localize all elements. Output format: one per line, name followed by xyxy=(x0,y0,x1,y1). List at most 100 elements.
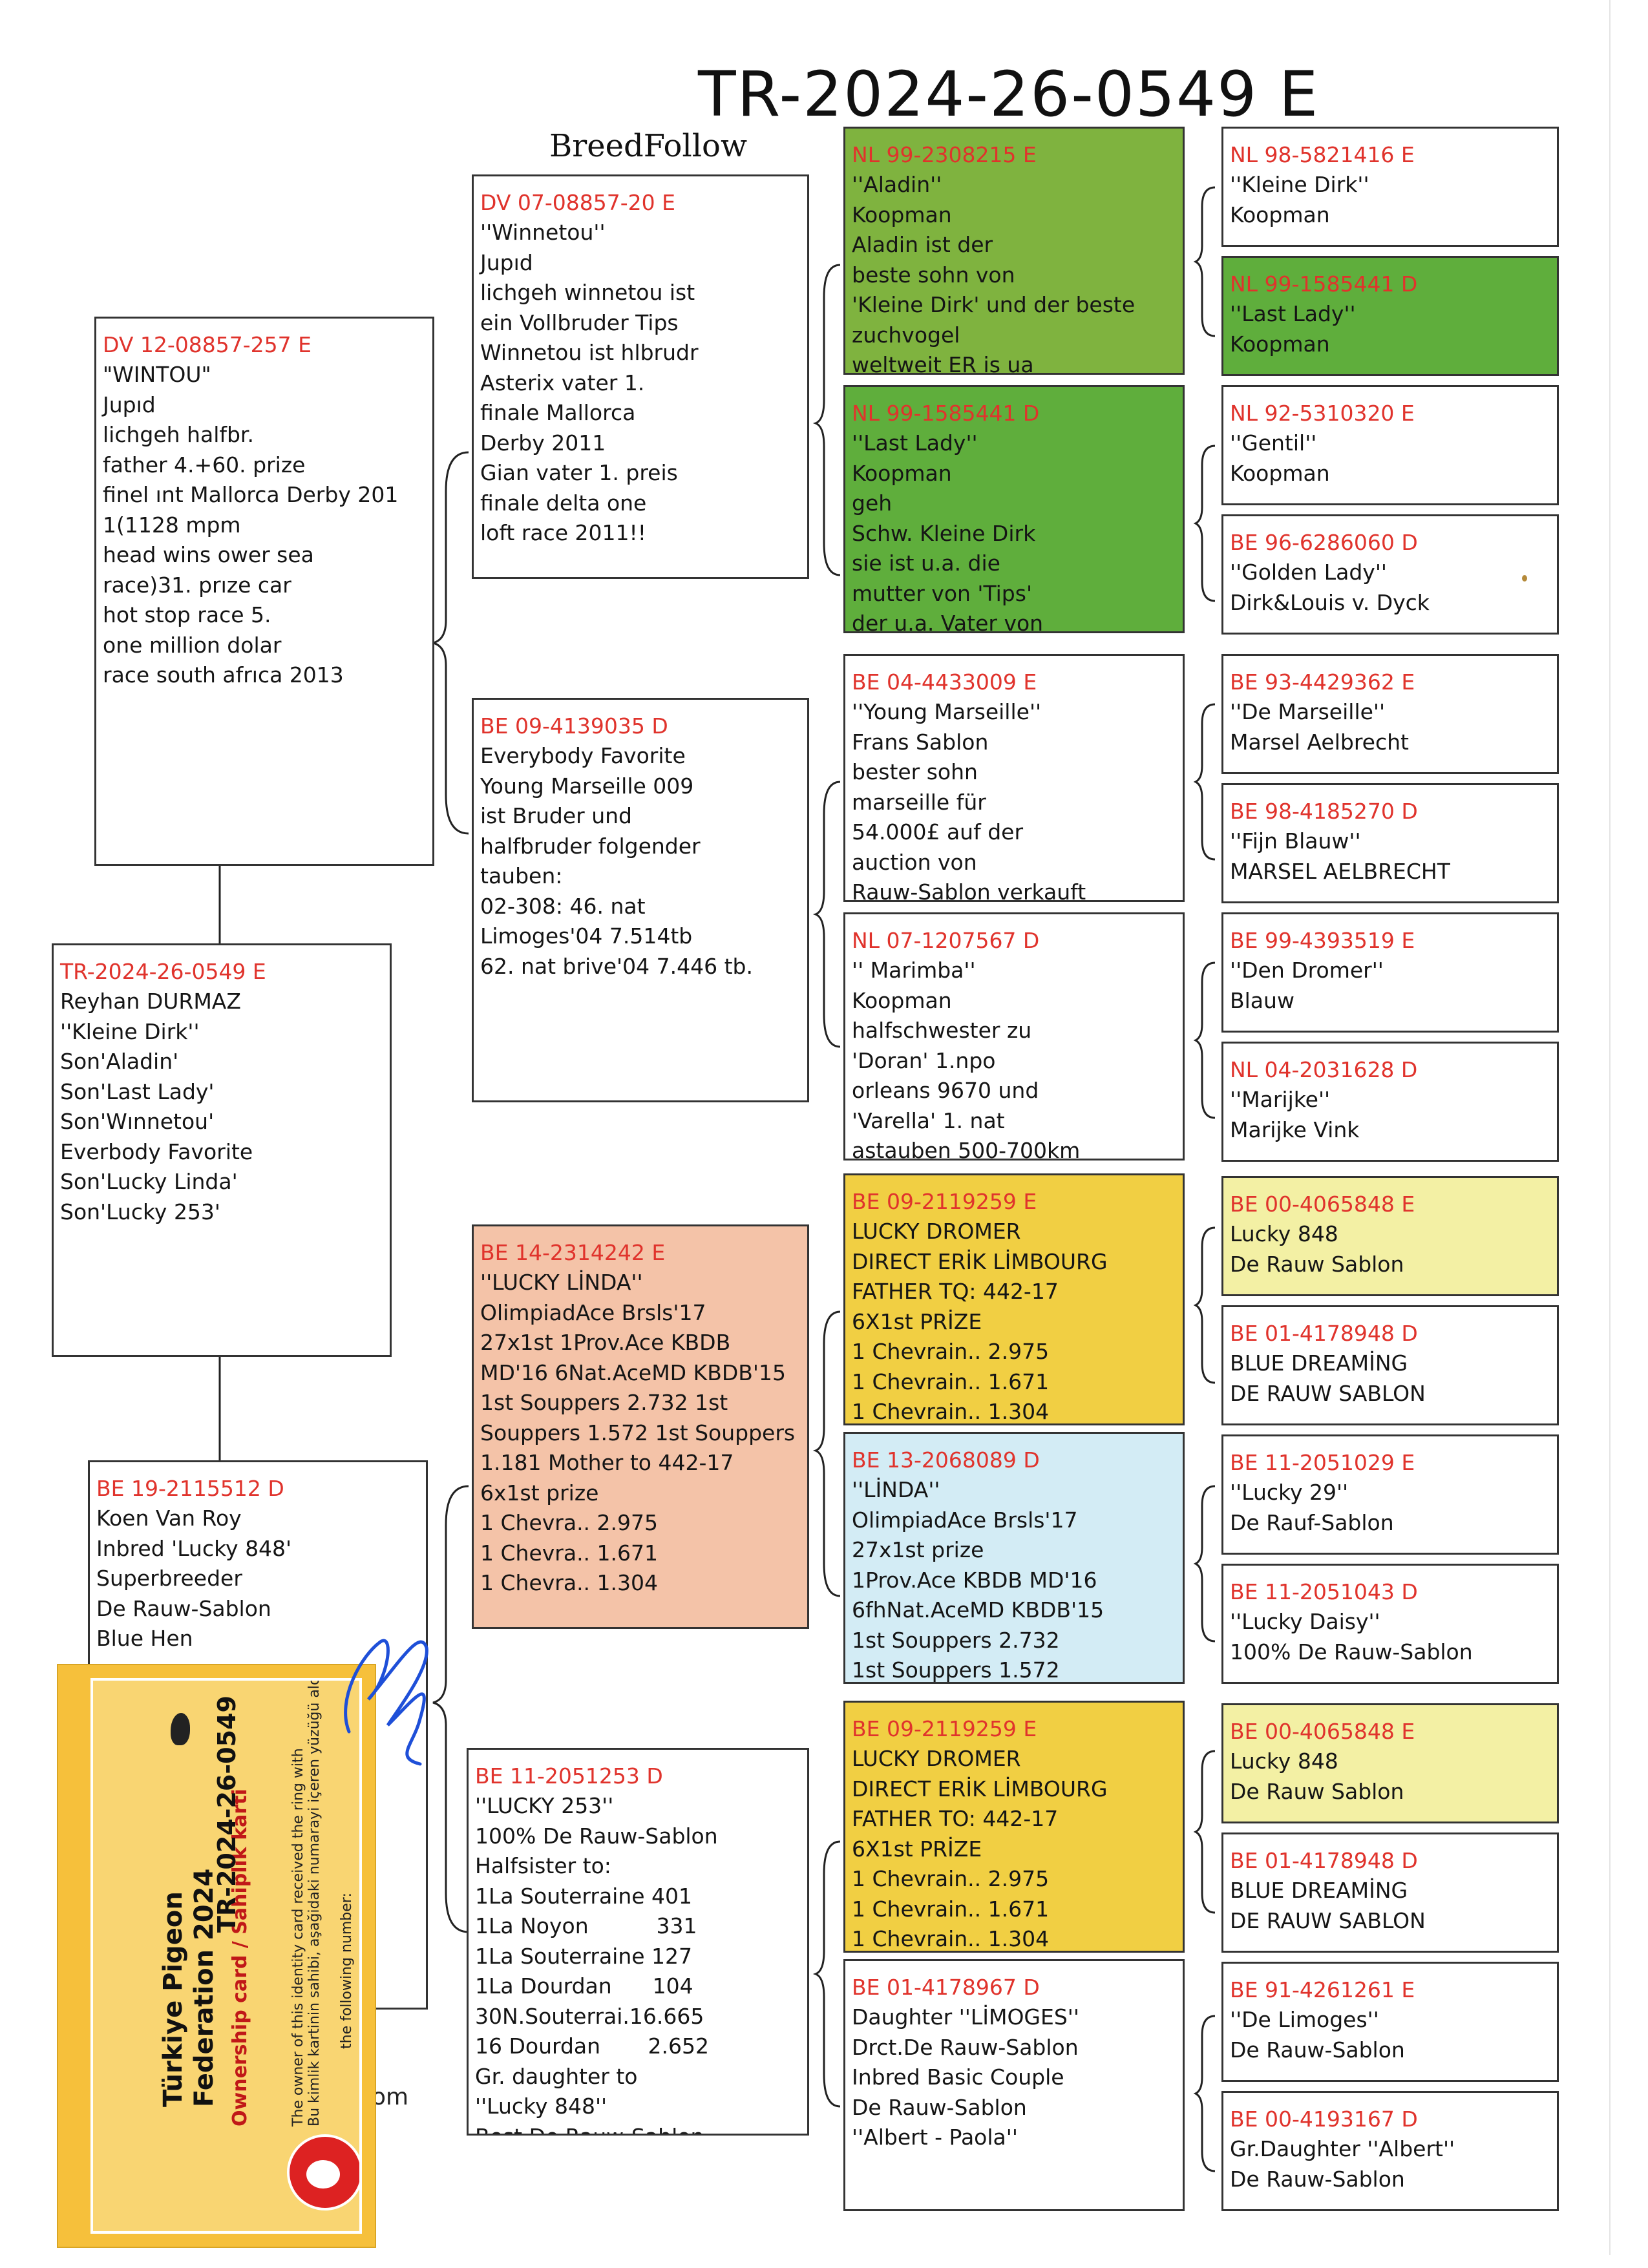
info-line: Inbred Basic Couple xyxy=(852,2064,1064,2090)
subject-info-line: Son'Lucky Linda' xyxy=(60,1169,238,1194)
info-line: Derby 2011 xyxy=(480,430,606,456)
grandsire-paternal-card: DV 07-08857-20 E ''Winnetou'' Jupıd lich… xyxy=(472,174,809,579)
info-line: 02-308: 46. nat xyxy=(480,893,646,919)
info-line: OlimpiadAce Brsls'17 xyxy=(480,1299,706,1325)
sire-info-line: race)31. prıze car xyxy=(103,572,291,598)
info-line: BLUE DREAMİNG xyxy=(1230,1350,1408,1376)
info-line: ''Last Lady'' xyxy=(1230,301,1356,326)
info-line: Schw. Kleine Dirk xyxy=(852,520,1036,546)
info-line: Gr.Daughter ''Albert'' xyxy=(1230,2136,1455,2161)
info-line: 1 Chevra.. 2.975 xyxy=(480,1510,659,1535)
info-line: Koopman xyxy=(852,460,952,486)
ring-number: BE 13-2068089 D xyxy=(852,1447,1040,1473)
ancestor-card: BE 99-4393519 E ''Den Dromer'' Blauw xyxy=(1221,912,1559,1033)
ancestor-card: NL 99-1585441 D ''Last Lady'' Koopman ge… xyxy=(843,385,1185,633)
info-line: ''Kleine Dirk'' xyxy=(1230,172,1369,197)
ring-number: NL 98-5821416 E xyxy=(1230,142,1415,167)
info-line: Marijke Vink xyxy=(1230,1117,1360,1142)
ancestor-card: BE 13-2068089 D ''LİNDA'' OlimpiadAce Br… xyxy=(843,1432,1185,1684)
ring-number: BE 09-2119259 E xyxy=(852,1189,1037,1214)
info-line: 6X1st PRİZE xyxy=(852,1836,982,1862)
info-line: ''LİNDA'' xyxy=(852,1477,940,1502)
ancestor-card: BE 01-4178967 D Daughter ''LİMOGES'' Drc… xyxy=(843,1959,1185,2211)
speck xyxy=(1522,575,1527,582)
info-line: Frans Sablon xyxy=(852,729,989,755)
info-line: De Rauw-Sablon xyxy=(1230,2166,1405,2192)
info-line: 1 Chevrain.. 1.304 xyxy=(852,1399,1050,1424)
info-line: der u.a. Vater von xyxy=(852,611,1044,633)
info-line: 1 Chevrain.. 2.975 xyxy=(852,1339,1050,1364)
info-line: weltweit ER is ua xyxy=(852,352,1034,375)
info-line: ''Albert - Paola'' xyxy=(852,2125,1018,2150)
brand-label: BreedFollow xyxy=(549,128,748,164)
info-line: halfbruder folgender xyxy=(480,833,701,859)
sire-info-line: Jupıd xyxy=(103,392,156,417)
info-line: 27x1st prize xyxy=(852,1537,984,1562)
info-line: 'Varella' 1. nat xyxy=(852,1108,1005,1133)
info-line: De Rauw Sablon xyxy=(1230,1251,1404,1277)
info-line: FATHER TO: 442-17 xyxy=(852,1806,1059,1831)
ring-number: BE 09-2119259 E xyxy=(852,1716,1037,1741)
info-line: Koopman xyxy=(1230,202,1330,227)
info-line: ''Den Dromer'' xyxy=(1230,958,1384,983)
info-line: ''Lucky Daisy'' xyxy=(1230,1609,1380,1634)
info-line: ist Bruder und xyxy=(480,803,632,828)
info-line: Everybody Favorite xyxy=(480,743,686,768)
info-line: ''LUCKY LİNDA'' xyxy=(480,1270,643,1295)
info-line: BLUE DREAMİNG xyxy=(1230,1878,1408,1903)
info-line: LUCKY DROMER xyxy=(852,1746,1021,1771)
ancestor-card: BE 00-4065848 E Lucky 848 De Rauw Sablon xyxy=(1221,1703,1559,1823)
info-line: ''LUCKY 253'' xyxy=(475,1793,614,1818)
info-line: 1.181 Mother to 442-17 xyxy=(480,1450,734,1475)
info-line: Koopman xyxy=(1230,460,1330,486)
ring-number: NL 99-1585441 D xyxy=(1230,271,1418,297)
info-line: bester sohn xyxy=(852,759,978,784)
ring-number: BE 00-4065848 E xyxy=(1230,1192,1415,1217)
info-line: 'Kleine Dirk' und der beste xyxy=(852,292,1136,317)
ancestor-card: BE 00-4065848 E Lucky 848 De Rauw Sablon xyxy=(1221,1176,1559,1296)
dam-info-line: Blue Hen xyxy=(96,1626,193,1651)
info-line: ''Winnetou'' xyxy=(480,220,606,245)
info-line: ''Young Marseille'' xyxy=(852,699,1042,724)
ring-number: NL 07-1207567 D xyxy=(852,928,1040,953)
pigeon-icon xyxy=(171,1713,190,1745)
info-line: astauben 500-700km xyxy=(852,1138,1081,1160)
federation-logo-icon xyxy=(287,2134,359,2210)
ownership-card: Türkiye Pigeon Federation 2024 Ownership… xyxy=(57,1664,376,2248)
info-line: Best De Rauw-Sablon xyxy=(475,2122,802,2134)
info-line: 30N.Souterrai.16.665 xyxy=(475,2003,704,2029)
dam-info-line: Inbred 'Lucky 848' xyxy=(96,1535,292,1561)
subject-info-line: Son'Aladin' xyxy=(60,1049,179,1074)
info-line: DIRECT ERİK LİMBOURG xyxy=(852,1776,1108,1801)
ring-number: BE 91-4261261 E xyxy=(1230,1977,1415,2002)
info-line: 1 Chevrain.. 1.671 xyxy=(852,1896,1050,1922)
sire-card: DV 12-08857-257 E "WINTOU" Jupıd lichgeh… xyxy=(94,317,434,866)
info-line: orleans 9670 und xyxy=(852,1078,1039,1103)
ancestor-card: BE 00-4193167 D Gr.Daughter ''Albert'' D… xyxy=(1221,2091,1559,2211)
sire-info-line: 1(1128 mpm xyxy=(103,512,241,538)
ring-number: NL 99-1585441 D xyxy=(852,401,1040,426)
subject-info-line: ''Kleine Dirk'' xyxy=(60,1018,200,1044)
subject-info-line: Son'Lucky 253' xyxy=(60,1199,220,1224)
info-line: finale Mallorca xyxy=(480,400,636,425)
dam-info-line: Koen Van Roy xyxy=(96,1506,242,1531)
info-line: 100% De Rauw-Sablon xyxy=(475,1823,718,1849)
info-line: Souppers 1.572 1st Souppers xyxy=(480,1420,796,1445)
info-line: ''Aladin'' xyxy=(852,172,942,197)
info-line: ''De Marseille'' xyxy=(1230,699,1386,724)
info-line: Winnetou ist hlbrudr xyxy=(480,340,699,365)
ring-number: BE 01-4178967 D xyxy=(852,1975,1040,2000)
info-line: loft race 2011!! xyxy=(480,520,646,545)
ancestor-card: BE 93-4429362 E ''De Marseille'' Marsel … xyxy=(1221,654,1559,774)
info-line: beste sohn von xyxy=(852,262,1015,288)
subject-info-line: Son'Wınnetou' xyxy=(60,1109,215,1134)
granddam-maternal-card: BE 11-2051253 D ''LUCKY 253'' 100% De Ra… xyxy=(467,1748,809,2136)
info-line: 1st Souppers 1.572 xyxy=(852,1657,1060,1683)
subject-pigeon-card: TR-2024-26-0549 E Reyhan DURMAZ ''Kleine… xyxy=(52,943,392,1357)
ownership-card-inner: Türkiye Pigeon Federation 2024 Ownership… xyxy=(90,1678,362,2234)
info-line: FATHER TQ: 442-17 xyxy=(852,1279,1059,1304)
info-line: MD'16 6Nat.AceMD KBDB'15 xyxy=(480,1360,786,1385)
ring-number: BE 96-6286060 D xyxy=(1230,530,1418,555)
info-line: finale delta one xyxy=(480,490,647,516)
dam-info-line: Superbreeder xyxy=(96,1566,242,1591)
